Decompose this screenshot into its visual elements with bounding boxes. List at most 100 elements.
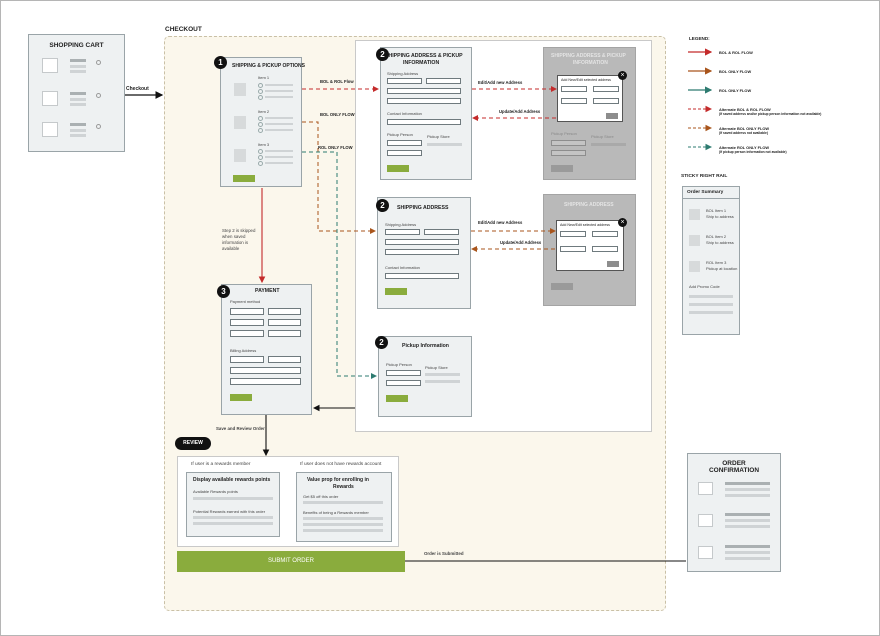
rewards-points-card: Display available rewards points Availab… [186, 472, 280, 537]
option-radio[interactable] [258, 161, 263, 166]
item-label: Item 1 [258, 75, 270, 80]
cart-item-line [70, 59, 86, 62]
modal-field[interactable] [593, 86, 619, 92]
summary-item-1-line1: BOL Item 1 [706, 208, 727, 213]
payment-field[interactable] [268, 319, 301, 326]
promo-code-link[interactable]: Add Promo Code [689, 284, 720, 289]
remove-icon[interactable] [96, 124, 101, 129]
benefit-line [303, 529, 383, 532]
remove-icon[interactable] [96, 60, 101, 65]
contact-info-label: Contact Information [385, 265, 420, 270]
payment-field[interactable] [230, 330, 264, 337]
step-1-badge: 1 [214, 56, 227, 69]
option-radio[interactable] [258, 122, 263, 127]
payment-field[interactable] [230, 308, 264, 315]
address-field[interactable] [387, 88, 461, 94]
pickup-person-label: Pickup Person [386, 362, 412, 367]
store-line [427, 143, 462, 146]
cart-item-image [42, 122, 58, 137]
address-field[interactable] [385, 239, 459, 245]
non-member-question: If user does not have rewards account [300, 462, 382, 467]
order-confirmation-card: ORDER CONFIRMATION [687, 453, 781, 572]
address-field[interactable] [387, 98, 461, 104]
pickup-person-field[interactable] [387, 140, 422, 146]
continue-button[interactable] [387, 165, 409, 172]
modal-field[interactable] [592, 231, 618, 237]
cart-item-line [70, 103, 86, 106]
option-radio[interactable] [258, 116, 263, 121]
overlay-button [551, 283, 573, 290]
order-submitted-label: Order is Submitted [424, 551, 464, 556]
modal-field[interactable] [561, 98, 587, 104]
pickup-person-label: Pickup Person [387, 132, 413, 137]
continue-button[interactable] [233, 175, 255, 182]
remove-icon[interactable] [96, 93, 101, 98]
save-review-label: Save and Review Order [216, 426, 265, 431]
billing-field[interactable] [268, 356, 301, 363]
address-field[interactable] [385, 249, 459, 255]
summary-item-2-line1: BOL Item 2 [706, 234, 727, 239]
submit-order-button[interactable]: SUBMIT ORDER [177, 551, 405, 572]
confirmation-item-line [725, 557, 770, 560]
step2-skipped-note-4: available [222, 246, 240, 251]
overlay-line [591, 143, 626, 146]
cart-item-line [70, 98, 86, 101]
option-radio[interactable] [258, 149, 263, 154]
potential-points-label: Potential Rewards earned with this order [193, 509, 266, 514]
option-radio[interactable] [258, 128, 263, 133]
step2b-overlay-title: SHIPPING ADDRESS [564, 202, 614, 208]
legend-label-1: BOL & ROL FLOW [719, 50, 753, 55]
modal-field[interactable] [560, 231, 586, 237]
legend-label-5: Alternate BOL ONLY FLOW [719, 126, 770, 131]
modal-field[interactable] [560, 246, 586, 252]
order-summary-title: Order Summary [687, 190, 724, 195]
step2a-title-line1: SHIPPING ADDRESS & PICKUP [385, 53, 463, 59]
option-radio[interactable] [258, 95, 263, 100]
address-field[interactable] [426, 78, 461, 84]
bol-only-flow-label: BOL ONLY FLOW [320, 112, 355, 117]
update-add-label-1: Update/Add Address [499, 109, 541, 114]
item-image [234, 149, 246, 162]
continue-button[interactable] [230, 394, 252, 401]
continue-button[interactable] [386, 395, 408, 402]
modal-save-button[interactable] [607, 261, 619, 267]
payment-field[interactable] [268, 308, 301, 315]
legend-label-4: Alternate BOL & ROL FLOW [719, 107, 771, 112]
submit-order-label: SUBMIT ORDER [268, 558, 314, 564]
confirmation-item-line [725, 482, 770, 485]
address-field[interactable] [387, 78, 422, 84]
contact-field[interactable] [387, 119, 461, 125]
summary-item-1-line2: Ship to address [706, 214, 734, 219]
pickup-person-field[interactable] [386, 380, 421, 386]
benefits-label: Benefits of being a Rewards member [303, 510, 369, 515]
address-field[interactable] [385, 229, 420, 235]
pickup-person-field[interactable] [386, 370, 421, 376]
payment-field[interactable] [230, 319, 264, 326]
option-radio[interactable] [258, 83, 263, 88]
billing-field[interactable] [230, 356, 264, 363]
overlay-field [551, 140, 586, 146]
step2a-overlay-title1: SHIPPING ADDRESS & PICKUP [551, 53, 626, 59]
billing-field[interactable] [230, 378, 301, 385]
close-icon[interactable]: × [618, 218, 627, 227]
modal-field[interactable] [561, 86, 587, 92]
payment-field[interactable] [268, 330, 301, 337]
address-field[interactable] [424, 229, 459, 235]
points-line [193, 516, 273, 519]
step-2-badge: 2 [375, 336, 388, 349]
billing-field[interactable] [230, 367, 301, 374]
continue-button[interactable] [385, 288, 407, 295]
rail-title: STICKY RIGHT RAIL [681, 174, 728, 179]
close-icon[interactable]: × [618, 71, 627, 80]
confirmation-item-line [725, 488, 770, 491]
option-radio[interactable] [258, 89, 263, 94]
modal-field[interactable] [592, 246, 618, 252]
modal-save-button[interactable] [606, 113, 618, 119]
contact-field[interactable] [385, 273, 459, 279]
confirmation-item-image [698, 546, 713, 559]
option-radio[interactable] [258, 155, 263, 160]
pickup-person-field[interactable] [387, 150, 422, 156]
modal-field[interactable] [593, 98, 619, 104]
legend-title: LEGEND: [689, 36, 710, 41]
confirmation-item-line [725, 525, 770, 528]
